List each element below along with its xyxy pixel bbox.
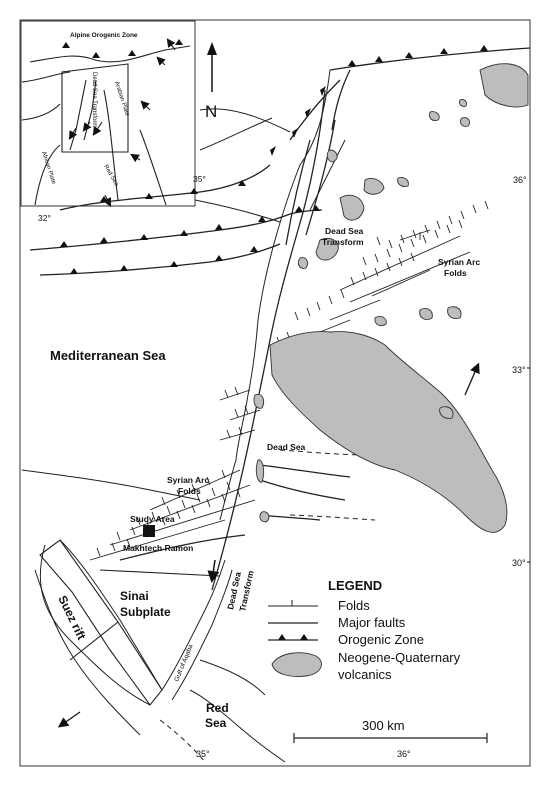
legend: LEGEND Folds Major faults Orogenic Zone … xyxy=(268,578,461,682)
sinai-inner-coast xyxy=(59,539,163,691)
suez-west-coast xyxy=(34,569,141,736)
coordinate-labels: 36° 33° 30° 35° 36° xyxy=(196,175,530,759)
label-dead-sea: Dead Sea xyxy=(267,442,306,452)
label-dst-north-2: Transform xyxy=(322,237,364,247)
inset-title: Alpine Orogenic Zone xyxy=(70,32,138,39)
label-sinai-1: Sinai xyxy=(120,589,149,603)
label-red-sea-2: Sea xyxy=(205,716,227,730)
label-sinai-2: Subplate xyxy=(120,605,171,619)
coord-lon-36-bottom: 36° xyxy=(397,749,411,759)
legend-folds-label: Folds xyxy=(338,598,370,613)
coord-lat-33: 33° xyxy=(512,365,526,375)
north-arrow: N xyxy=(205,42,217,121)
map-frame xyxy=(19,19,531,767)
redsea-east-coast xyxy=(189,689,286,763)
label-syrian-arc-sw-1: Syrian Arc xyxy=(167,475,209,485)
inset-lon-35: 35° xyxy=(193,174,206,184)
legend-orogenic-symbol xyxy=(268,634,318,641)
legend-volcanics-symbol xyxy=(271,652,322,677)
legend-volcanics-label: Neogene-Quaternary xyxy=(338,650,461,665)
inset-lon-32: 32° xyxy=(38,213,51,223)
legend-faults-label: Major faults xyxy=(338,615,406,630)
legend-volcanics-label-2: volcanics xyxy=(338,667,392,682)
label-study-area: Study Area xyxy=(130,514,175,524)
sinai-cross-line xyxy=(69,621,119,661)
volcanics xyxy=(253,63,529,533)
label-gulf-aqaba: Gulf of Aqaba xyxy=(173,643,194,683)
label-syrian-arc-ne-2: Folds xyxy=(444,268,467,278)
legend-title: LEGEND xyxy=(328,578,382,593)
orogenic-zone-lines xyxy=(29,45,531,276)
legend-folds-symbol xyxy=(268,600,318,607)
scale-bar: 300 km xyxy=(293,718,488,743)
inland-coast-w2 xyxy=(199,117,273,151)
sinai-top-line xyxy=(99,569,221,577)
coord-lat-30: 30° xyxy=(512,558,526,568)
label-dst-north-1: Dead Sea xyxy=(325,226,364,236)
north-label: N xyxy=(205,102,217,121)
label-makhtech-ramon: Makhtech Ramon xyxy=(123,543,193,553)
label-syrian-arc-sw-2: Folds xyxy=(178,486,201,496)
inset-frame xyxy=(20,20,196,207)
inset-dst-label: Dead Sea Transform xyxy=(91,72,97,127)
fold-symbols xyxy=(89,200,489,561)
aqaba-west-coast xyxy=(161,559,226,691)
coord-lon-35-bottom: 35° xyxy=(196,749,210,759)
inset-map: Alpine Orogenic Zone Dead Sea Transform … xyxy=(20,20,206,223)
label-syrian-arc-ne-1: Syrian Arc xyxy=(438,257,480,267)
study-area-marker[interactable] xyxy=(143,525,155,537)
inland-coast-w xyxy=(199,108,291,133)
label-mediterranean: Mediterranean Sea xyxy=(50,348,166,363)
coord-lon-36-top: 36° xyxy=(513,175,527,185)
aqaba-east-coast xyxy=(171,569,233,701)
label-red-sea-1: Red xyxy=(206,701,229,715)
suez-rift-box xyxy=(39,539,163,706)
mediterranean-coast xyxy=(219,69,331,521)
plate-motion-arrow-sw xyxy=(57,711,81,728)
legend-orogenic-label: Orogenic Zone xyxy=(338,632,424,647)
plate-motion-arrow-ne xyxy=(464,362,480,396)
inland-coast-e xyxy=(309,139,346,211)
sinai-west-coast xyxy=(39,544,151,706)
redsea-coast-2 xyxy=(199,659,266,696)
scale-label: 300 km xyxy=(362,718,405,733)
